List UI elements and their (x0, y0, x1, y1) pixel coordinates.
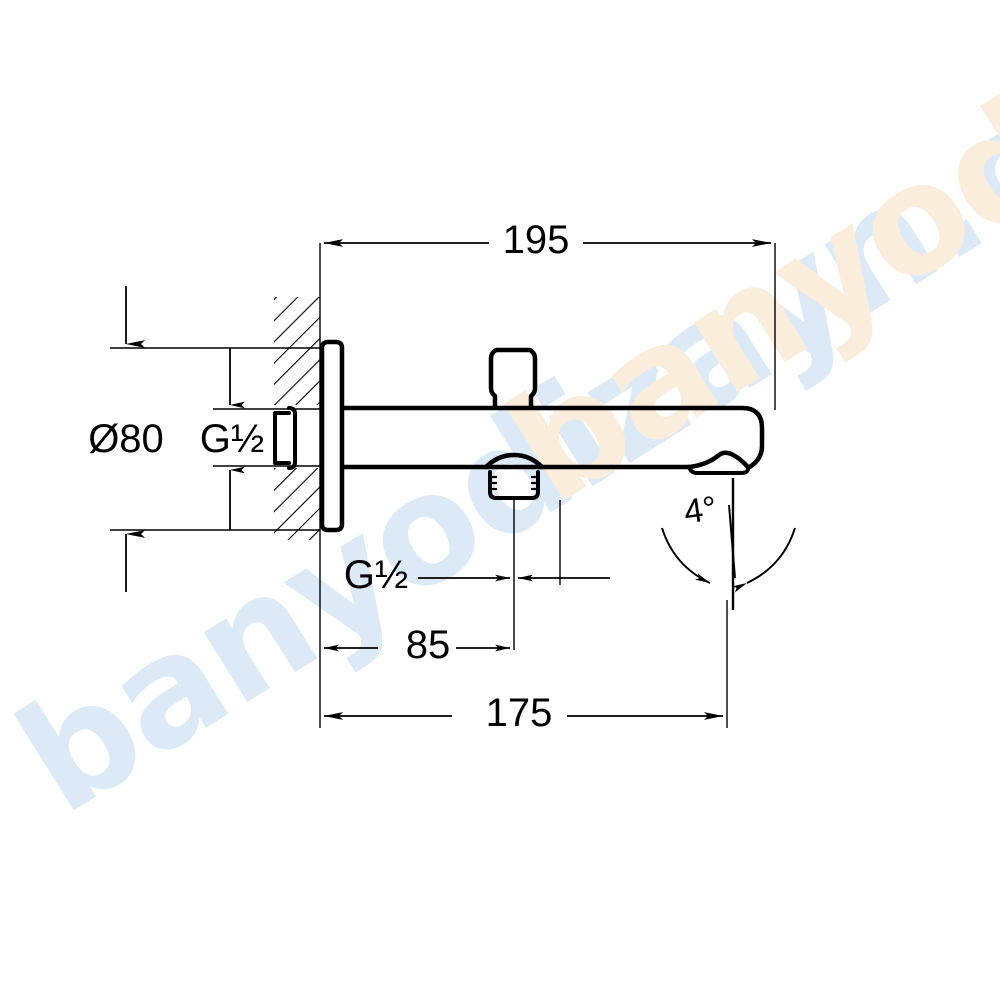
outlet-dome (483, 452, 545, 470)
dimension-label-195: 195 (503, 218, 570, 262)
spout-aerator-lip (686, 450, 751, 470)
dimension-label-g-half-lower: G½ (344, 553, 408, 597)
wall-hatch-upper (274, 297, 320, 405)
spout-aerator-base (687, 465, 751, 475)
dimension-195: 195 (324, 218, 771, 262)
wall-section (274, 297, 321, 540)
faucet-body (273, 339, 765, 533)
outlet-knurl (491, 475, 537, 491)
dimension-label-swivel-angle: 4° (682, 489, 719, 531)
inlet-nipple-shoulder (287, 406, 297, 470)
outlet-thread-body (488, 470, 540, 500)
escutcheon-flange (319, 339, 345, 533)
wall-hatch-lower (274, 468, 320, 540)
dimension-g-half-lower: G½ (344, 553, 610, 597)
dimension-label-85: 85 (406, 623, 451, 667)
dimension-label-175: 175 (486, 691, 553, 735)
dimension-label-g-half-inlet: G½ (200, 417, 264, 461)
swivel-angle-annotation: 4° (661, 478, 796, 610)
diverter-knob (488, 347, 538, 409)
dimension-175: 175 (324, 691, 723, 735)
dimension-g-half-inlet: G½ (200, 348, 264, 530)
dimension-label-dia-80: Ø80 (88, 417, 164, 461)
inlet-nipple (273, 411, 291, 465)
spout-top-outline (339, 405, 765, 471)
dimension-85: 85 (324, 623, 510, 667)
extension-lines (110, 243, 776, 728)
dimension-dia-80: Ø80 (88, 286, 164, 592)
